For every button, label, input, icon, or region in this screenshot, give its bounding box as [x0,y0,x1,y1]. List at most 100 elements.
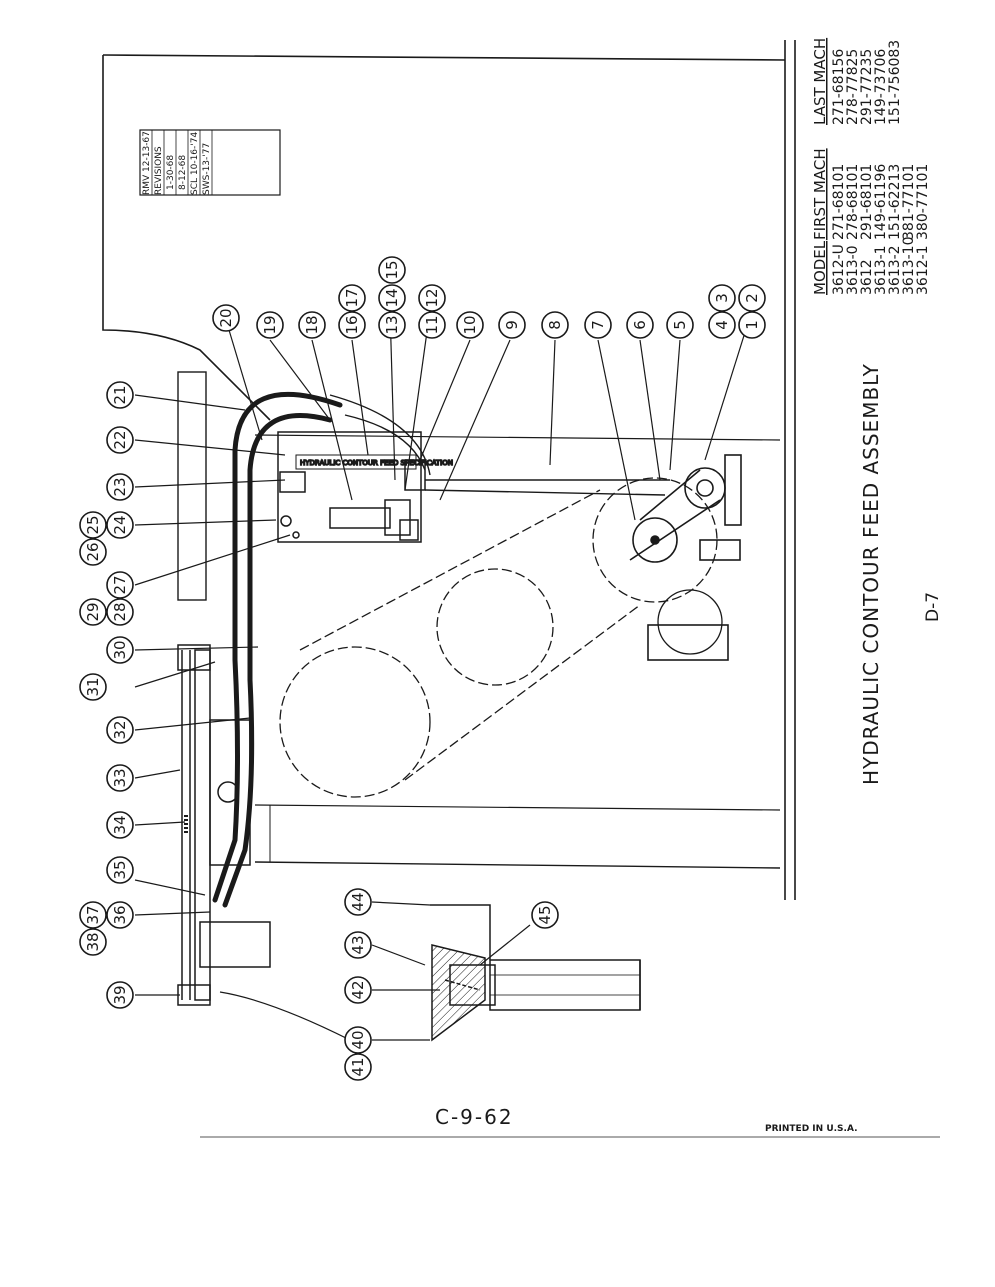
callout-41: 41 [344,1053,372,1081]
printed-in-usa: PRINTED IN U.S.A. [765,1124,858,1134]
svg-text:15: 15 [383,260,401,279]
svg-text:37: 37 [84,905,102,924]
callout-25: 25 [79,511,107,539]
valve-block: HYDRAULIC CONTOUR FEED SPECIFICATION [277,431,454,543]
pump-motor [629,454,742,661]
first-row-5: 151-62213 [887,164,903,240]
callout-2: 2 [738,284,766,312]
callout-6: 6 [626,311,654,339]
svg-text:25: 25 [84,515,102,534]
svg-text:14: 14 [383,288,401,307]
svg-text:36: 36 [111,905,129,924]
svg-text:40: 40 [349,1030,367,1049]
svg-text:3: 3 [713,293,731,303]
callout-24: 24 [106,511,134,539]
callout-40: 40 [344,1026,372,1054]
callout-4: 4 [708,311,736,339]
callout-3: 3 [708,284,736,312]
callout-15: 15 [378,256,406,284]
callout-22: 22 [106,426,134,454]
drive-pulleys [279,477,723,798]
svg-text:39: 39 [111,985,129,1004]
last-row-4: 149-73706 [873,49,889,125]
model-row-3: 3612 [859,259,875,295]
callout-20: 20 [212,304,240,332]
svg-text:13: 13 [383,315,401,334]
svg-text:11: 11 [423,315,441,334]
callout-28: 28 [106,598,134,626]
svg-text:38: 38 [84,932,102,951]
svg-text:29: 29 [84,602,102,621]
callout-12: 12 [418,284,446,312]
mounting-bracket [177,371,207,601]
svg-text:30: 30 [111,640,129,659]
callout-13: 13 [378,311,406,339]
revisions-block: RMV 12-13-67 REVISIONS 1-30-68 8-12-68 S… [139,129,281,196]
last-row-1: 271-68156 [831,49,847,125]
figure-number: D-7 [923,592,943,622]
svg-text:16: 16 [343,315,361,334]
callout-44: 44 [344,888,372,916]
svg-text:24: 24 [111,515,129,534]
callout-8: 8 [541,311,569,339]
callout-16: 16 [338,311,366,339]
revision-drawn: RMV 12-13-67 [142,131,152,195]
callout-17: 17 [338,284,366,312]
drawing-title: HYDRAULIC CONTOUR FEED ASSEMBLY [859,363,883,785]
callout-18: 18 [298,311,326,339]
svg-text:4: 4 [713,320,731,330]
svg-text:44: 44 [349,892,367,911]
callout-19: 19 [256,311,284,339]
callout-10: 10 [456,311,484,339]
callout-26: 26 [79,538,107,566]
model-row-4: 3613-1 [873,245,889,295]
first-row-4: 149-61196 [873,164,889,240]
svg-text:22: 22 [111,430,129,449]
callout-36: 36 [106,901,134,929]
first-row-1: 271-68101 [831,164,847,240]
first-row-6: 381-77101 [901,164,917,240]
svg-text:8: 8 [546,320,564,330]
svg-text:27: 27 [111,575,129,594]
svg-text:43: 43 [349,935,367,954]
callout-23: 23 [106,473,134,501]
feed-lines [329,394,670,496]
svg-text:12: 12 [423,288,441,307]
svg-text:18: 18 [303,315,321,334]
svg-text:20: 20 [217,308,235,327]
callout-27: 27 [106,571,134,599]
last-row-2: 278-77825 [845,49,861,125]
first-mach-header: FIRST MACH [811,148,829,240]
svg-text:7: 7 [589,320,607,330]
callout-35: 35 [106,856,134,884]
model-row-2: 3613-0 [845,245,861,295]
model-row-1: 3612-U [831,244,847,295]
svg-text:35: 35 [111,860,129,879]
revision-3: SCL 10-16-'74 [190,132,200,195]
callout-1: 1 [738,311,766,339]
callout-14: 14 [378,284,406,312]
callout-7: 7 [584,311,612,339]
svg-text:9: 9 [503,320,521,330]
svg-text:41: 41 [349,1057,367,1076]
svg-text:42: 42 [349,980,367,999]
revision-2: 8-12-68 [178,155,188,190]
callout-37: 37 [79,901,107,929]
callout-11: 11 [418,311,446,339]
spindle-section [430,904,641,1042]
svg-text:28: 28 [111,602,129,621]
callout-30: 30 [106,636,134,664]
last-row-3: 291-77235 [859,49,875,125]
callout-33: 33 [106,764,134,792]
callout-43: 43 [344,931,372,959]
svg-text:32: 32 [111,720,129,739]
page-code: C-9-62 [435,1105,514,1129]
svg-text:HYDRAULIC CONTOUR FEED SPECIFI: HYDRAULIC CONTOUR FEED SPECIFICATION [300,459,453,467]
svg-text:23: 23 [111,477,129,496]
svg-text:45: 45 [536,905,554,924]
feed-cylinder [177,644,271,1006]
svg-text:31: 31 [84,677,102,696]
first-row-2: 278-68101 [845,164,861,240]
hydraulic-hoses [212,391,343,908]
model-row-5: 3613-2 [887,245,903,295]
